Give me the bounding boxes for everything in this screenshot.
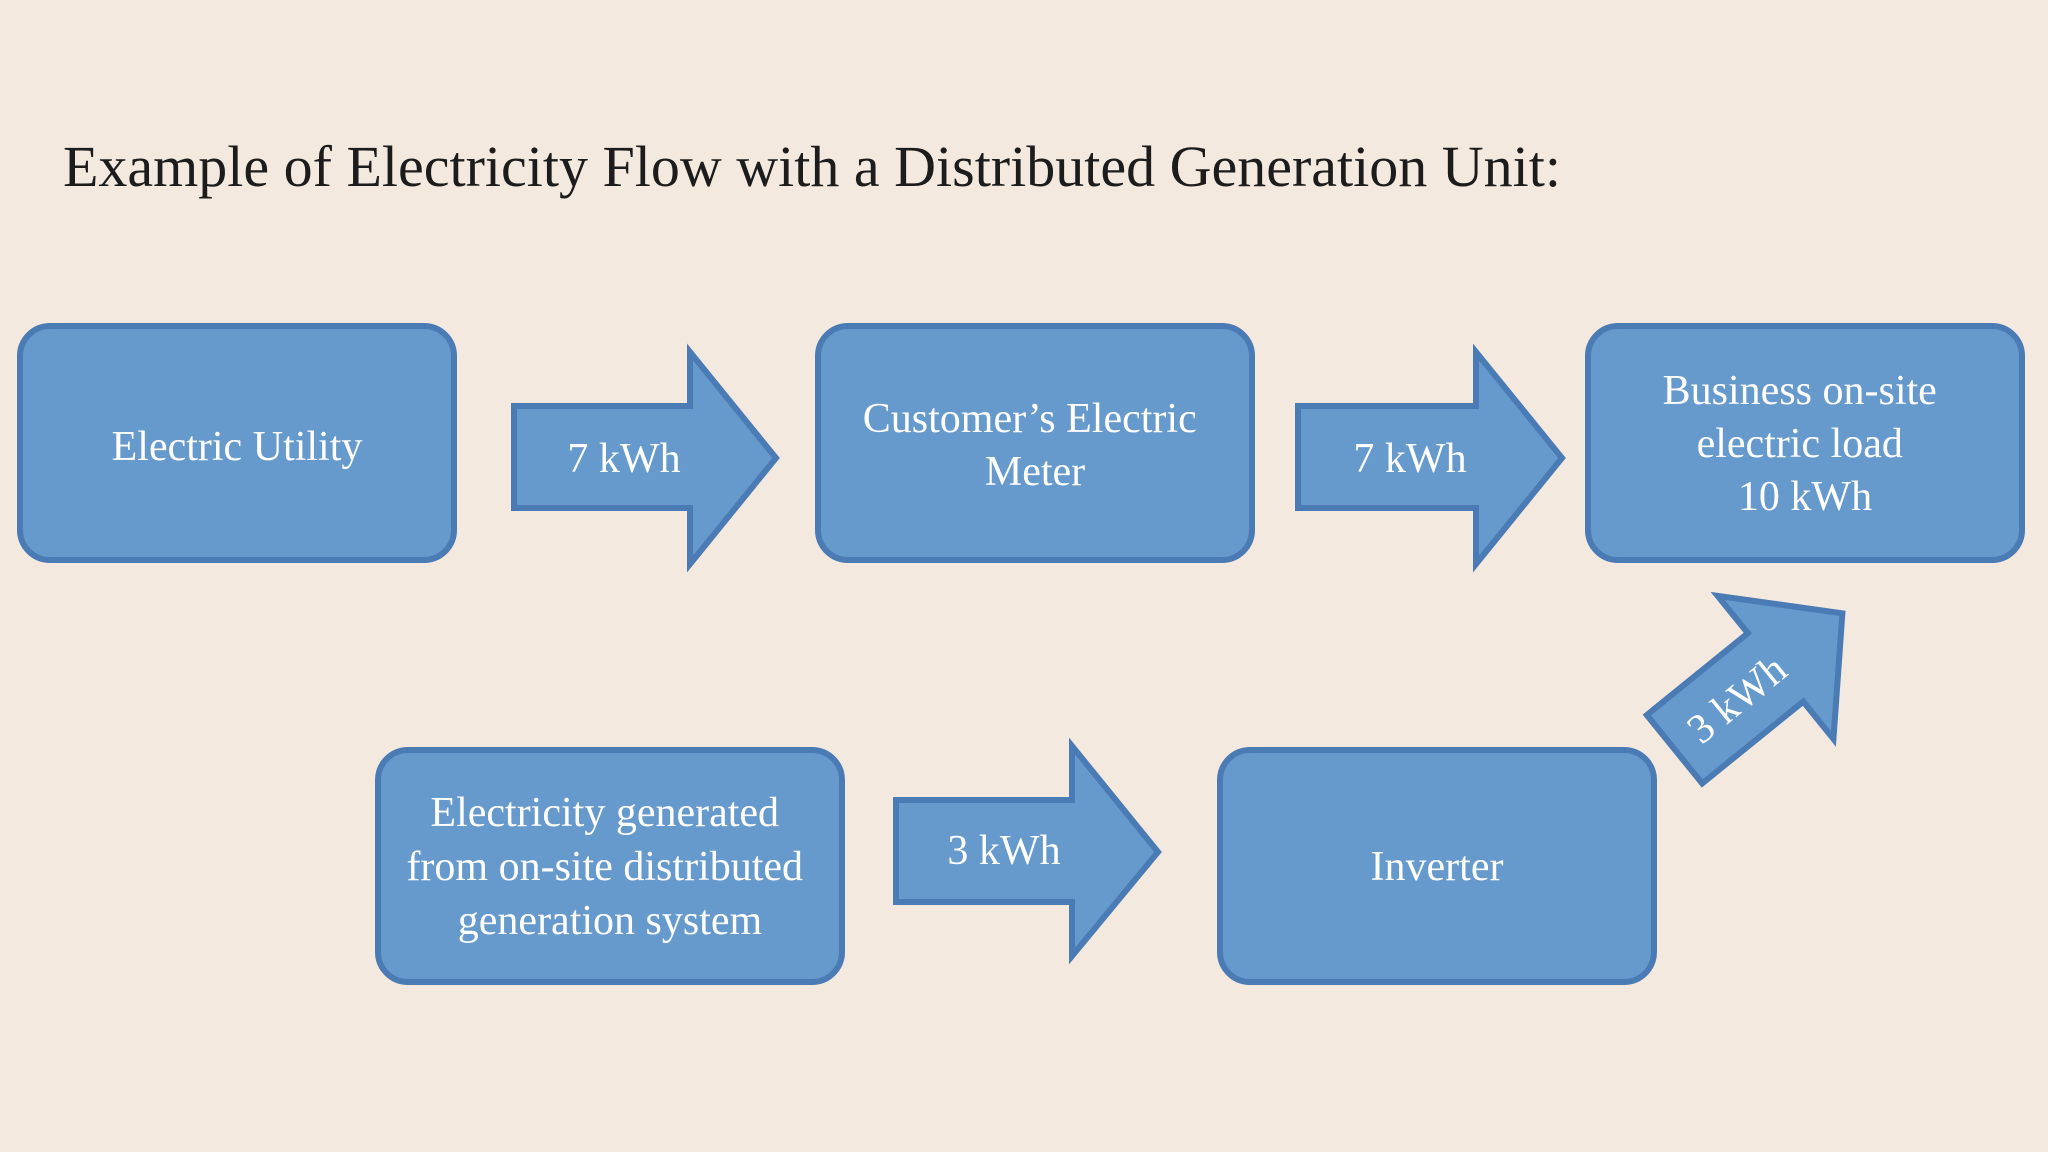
arrow-meter-to-load-shape <box>1295 343 1566 573</box>
node-customer-meter-line-2: Meter <box>985 449 1085 495</box>
node-dg-source-line-3: generation system <box>458 898 763 944</box>
node-business-load-line-3: 10 kWh <box>1738 474 1872 520</box>
node-inverter-box <box>1217 747 1657 985</box>
node-dg-source: Electricity generated from on-site distr… <box>375 747 845 985</box>
node-electric-utility-line-1: Electric Utility <box>112 424 363 470</box>
node-business-load-line-1: Business on-site <box>1663 368 1937 414</box>
node-business-load-label: Business on-site electric load 10 kWh <box>1663 368 1948 520</box>
arrow-inverter-to-load-shape <box>1642 591 1846 788</box>
arrow-dg-to-inverter-shape <box>893 737 1162 965</box>
node-customer-meter-line-1: Customer’s Electric <box>863 396 1197 442</box>
node-dg-source-label: Electricity generated from on-site distr… <box>406 790 813 944</box>
arrow-meter-to-load: 7 kWh <box>1295 343 1566 573</box>
arrow-dg-to-inverter: 3 kWh <box>893 737 1162 965</box>
node-inverter-line-1: Inverter <box>1371 844 1504 890</box>
arrow-meter-to-load-label: 7 kWh <box>1353 436 1466 482</box>
node-electric-utility-label: Electric Utility <box>112 424 363 470</box>
node-customer-meter-label: Customer’s Electric Meter <box>863 396 1207 495</box>
node-business-load-box <box>1585 323 2025 563</box>
node-inverter: Inverter <box>1217 747 1657 985</box>
arrow-utility-to-meter-label: 7 kWh <box>567 436 680 482</box>
node-customer-meter-box <box>815 323 1255 563</box>
node-dg-source-box <box>375 747 845 985</box>
page-title: Example of Electricity Flow with a Distr… <box>63 134 1561 199</box>
node-electric-utility: Electric Utility <box>17 323 457 563</box>
arrow-dg-to-inverter-label: 3 kWh <box>947 828 1060 874</box>
arrow-utility-to-meter-shape <box>511 343 780 573</box>
node-electric-utility-box <box>17 323 457 563</box>
node-dg-source-line-1: Electricity generated <box>430 790 779 836</box>
node-inverter-label: Inverter <box>1371 844 1504 890</box>
node-customer-meter: Customer’s Electric Meter <box>815 323 1255 563</box>
node-dg-source-line-2: from on-site distributed <box>406 844 803 890</box>
arrow-inverter-to-load: 3 kWh <box>1642 591 1846 788</box>
node-business-load: Business on-site electric load 10 kWh <box>1585 323 2025 563</box>
arrow-utility-to-meter: 7 kWh <box>511 343 780 573</box>
node-business-load-line-2: electric load <box>1697 421 1903 467</box>
